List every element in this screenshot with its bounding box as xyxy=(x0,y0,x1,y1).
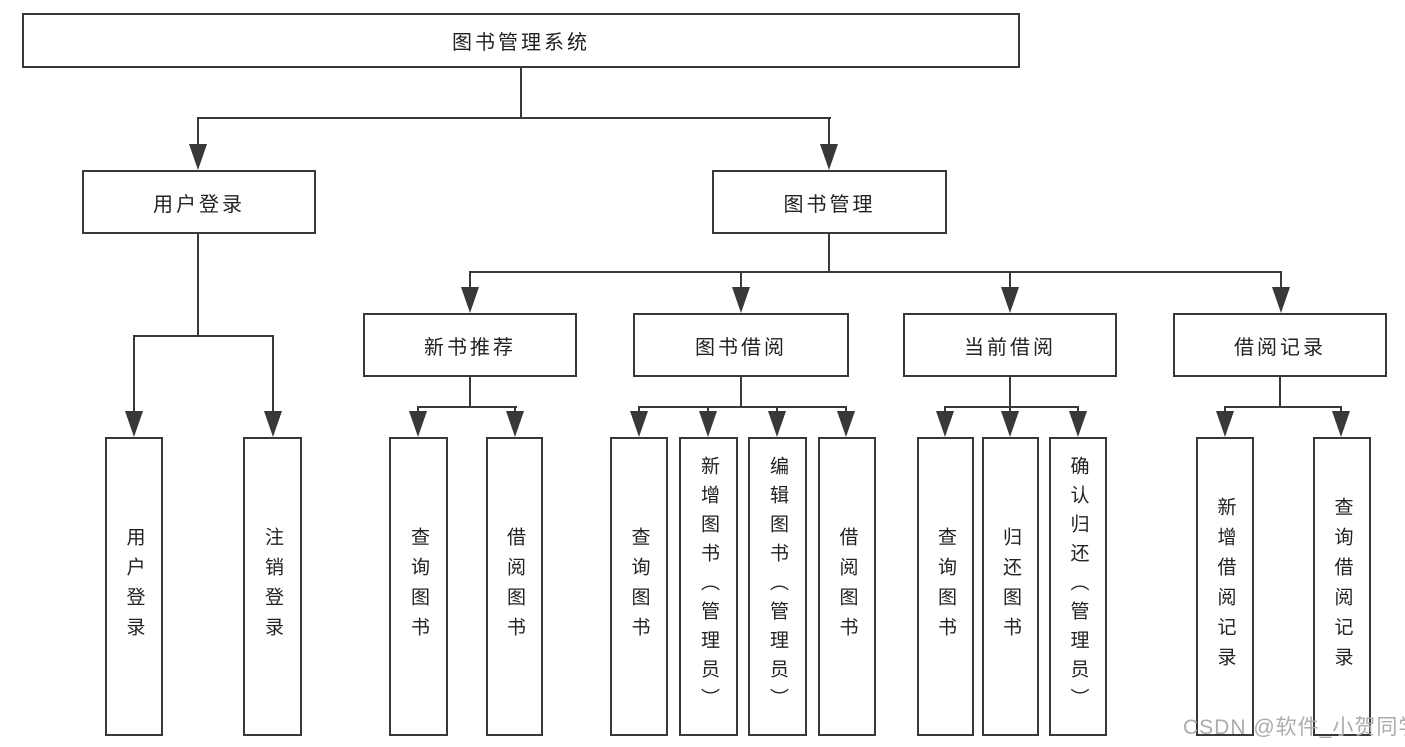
connector-line xyxy=(417,406,419,414)
arrow-down-icon xyxy=(699,411,717,437)
arrow-down-icon xyxy=(1272,287,1290,313)
connector-line xyxy=(133,335,135,413)
arrow-down-icon xyxy=(1216,411,1234,437)
leaf-borrow-books-borrowing: 借阅图书 xyxy=(818,437,876,736)
node-new-book-recommend: 新书推荐 xyxy=(363,313,577,377)
arrow-down-icon xyxy=(630,411,648,437)
arrow-down-icon xyxy=(936,411,954,437)
leaf-add-borrow-record: 新增借阅记录 xyxy=(1196,437,1254,736)
leaf-borrow-books-recommend: 借阅图书 xyxy=(486,437,543,736)
connector-line xyxy=(1224,406,1342,408)
node-root-library-system: 图书管理系统 xyxy=(22,13,1020,68)
connector-line xyxy=(1009,271,1011,290)
connector-line xyxy=(469,377,471,408)
arrow-down-icon xyxy=(125,411,143,437)
connector-line xyxy=(638,406,847,408)
leaf-user-login: 用户登录 xyxy=(105,437,163,736)
leaf-confirm-return-admin: 确认归还（管理员） xyxy=(1049,437,1107,736)
node-book-management: 图书管理 xyxy=(712,170,947,234)
connector-line xyxy=(1280,271,1282,290)
connector-line xyxy=(197,234,199,337)
connector-line xyxy=(828,234,830,273)
arrow-down-icon xyxy=(732,287,750,313)
leaf-add-book-admin: 新增图书（管理员） xyxy=(679,437,738,736)
leaf-edit-book-admin: 编辑图书（管理员） xyxy=(748,437,807,736)
connector-line xyxy=(514,406,516,414)
leaf-query-books-recommend: 查询图书 xyxy=(389,437,448,736)
leaf-query-borrow-record: 查询借阅记录 xyxy=(1313,437,1371,736)
connector-line xyxy=(1009,406,1011,414)
connector-line xyxy=(469,271,471,290)
connector-line xyxy=(944,406,946,414)
arrow-down-icon xyxy=(461,287,479,313)
node-borrowing-records: 借阅记录 xyxy=(1173,313,1387,377)
connector-line xyxy=(638,406,640,414)
connector-line xyxy=(828,117,830,147)
arrow-down-icon xyxy=(264,411,282,437)
arrow-down-icon xyxy=(820,144,838,170)
connector-line xyxy=(944,406,1079,408)
node-current-borrowing: 当前借阅 xyxy=(903,313,1117,377)
connector-line xyxy=(740,271,742,290)
csdn-watermark: CSDN @软件_小贺同学 xyxy=(1183,716,1405,739)
arrow-down-icon xyxy=(409,411,427,437)
connector-line xyxy=(740,377,742,408)
connector-line xyxy=(707,406,709,414)
arrow-down-icon xyxy=(837,411,855,437)
arrow-down-icon xyxy=(768,411,786,437)
leaf-return-book: 归还图书 xyxy=(982,437,1039,736)
node-user-login: 用户登录 xyxy=(82,170,316,234)
connector-line xyxy=(845,406,847,414)
arrow-down-icon xyxy=(1069,411,1087,437)
leaf-query-books-current: 查询图书 xyxy=(917,437,974,736)
connector-line xyxy=(469,271,1282,273)
connector-line xyxy=(133,335,274,337)
node-book-borrowing: 图书借阅 xyxy=(633,313,849,377)
connector-line xyxy=(417,406,517,408)
connector-line xyxy=(272,335,274,413)
connector-line xyxy=(1077,406,1079,414)
connector-line xyxy=(1224,406,1226,414)
connector-line xyxy=(1279,377,1281,408)
arrow-down-icon xyxy=(189,144,207,170)
connector-line xyxy=(197,117,831,119)
connector-line xyxy=(197,117,199,147)
arrow-down-icon xyxy=(506,411,524,437)
leaf-logout: 注销登录 xyxy=(243,437,302,736)
connector-line xyxy=(520,68,522,118)
connector-line xyxy=(1009,377,1011,408)
leaf-query-books-borrowing: 查询图书 xyxy=(610,437,668,736)
arrow-down-icon xyxy=(1001,411,1019,437)
arrow-down-icon xyxy=(1001,287,1019,313)
connector-line xyxy=(1340,406,1342,414)
connector-line xyxy=(776,406,778,414)
arrow-down-icon xyxy=(1332,411,1350,437)
